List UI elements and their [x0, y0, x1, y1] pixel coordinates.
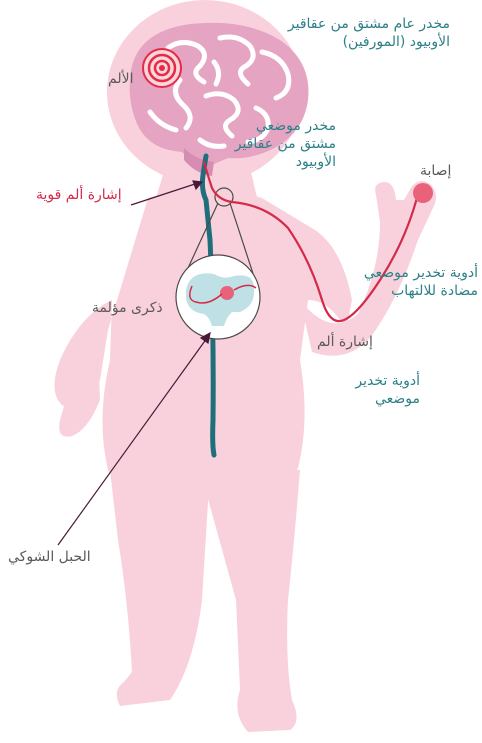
label-local-opioid-line1: مخدر موضعي: [235, 117, 336, 135]
label-anti-inflammatory-line2: مضادة للالتهاب: [364, 282, 478, 300]
injury-icon: [413, 183, 433, 203]
label-strong-pain-signal: إشارة ألم قوية: [36, 186, 122, 204]
label-spinal-cord: الحبل الشوكي: [8, 548, 91, 566]
label-local-opioid: مخدر موضعي مشتق من عقاقير الأوبيود: [235, 117, 336, 172]
brain-pain-target-icon: [143, 49, 181, 87]
label-local-opioid-line2: مشتق من عقاقير: [235, 135, 336, 153]
label-pain-signal: إشارة ألم: [317, 333, 373, 351]
label-general-opioid: مخدر عام مشتق من عقاقير الأوبيود (المورف…: [288, 15, 450, 51]
label-local-anesthetic-line1: أدوية تخدير: [355, 372, 420, 390]
label-general-opioid-line1: مخدر عام مشتق من عقاقير: [288, 15, 450, 33]
label-painful-memory: ذكرى مؤلمة: [92, 299, 163, 317]
label-local-opioid-line3: الأوبيود: [235, 153, 336, 171]
label-anti-inflammatory-line1: أدوية تخدير موضعي: [364, 264, 478, 282]
label-local-anesthetic-line2: موضعي: [355, 390, 420, 408]
label-pain: الألم: [108, 70, 133, 88]
label-local-anesthetic: أدوية تخدير موضعي: [355, 372, 420, 408]
label-general-opioid-line2: الأوبيود (المورفين): [288, 33, 450, 51]
label-injury: إصابة: [420, 162, 451, 180]
label-anti-inflammatory: أدوية تخدير موضعي مضادة للالتهاب: [364, 264, 478, 300]
